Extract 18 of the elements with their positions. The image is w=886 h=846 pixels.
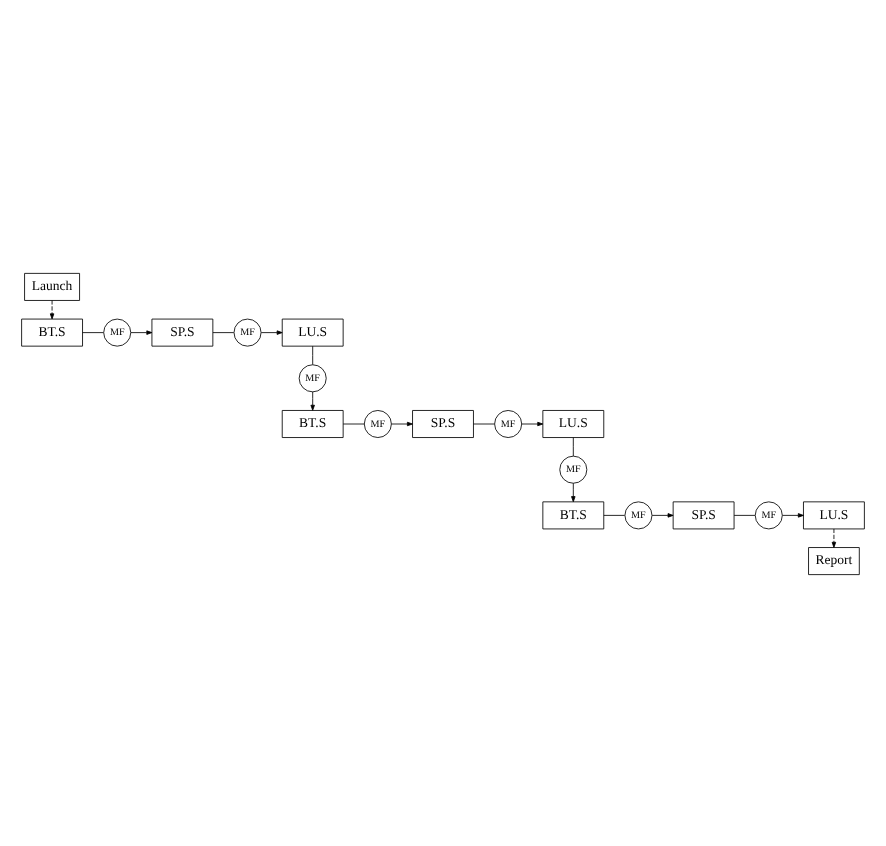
arrow [391, 420, 413, 426]
arrow [651, 512, 674, 517]
connector [342, 422, 365, 424]
connector [312, 344, 314, 365]
connector [473, 422, 495, 424]
arrow [130, 329, 153, 334]
connector [82, 331, 104, 333]
connector [212, 331, 235, 333]
arrow [310, 390, 315, 410]
arrow [831, 527, 837, 547]
connector [603, 513, 626, 515]
connector [572, 436, 574, 456]
arrow [521, 420, 544, 426]
arrow [49, 299, 55, 319]
connector [733, 513, 756, 515]
arrow [260, 329, 283, 334]
arrow [782, 512, 804, 517]
arrow [571, 481, 576, 502]
